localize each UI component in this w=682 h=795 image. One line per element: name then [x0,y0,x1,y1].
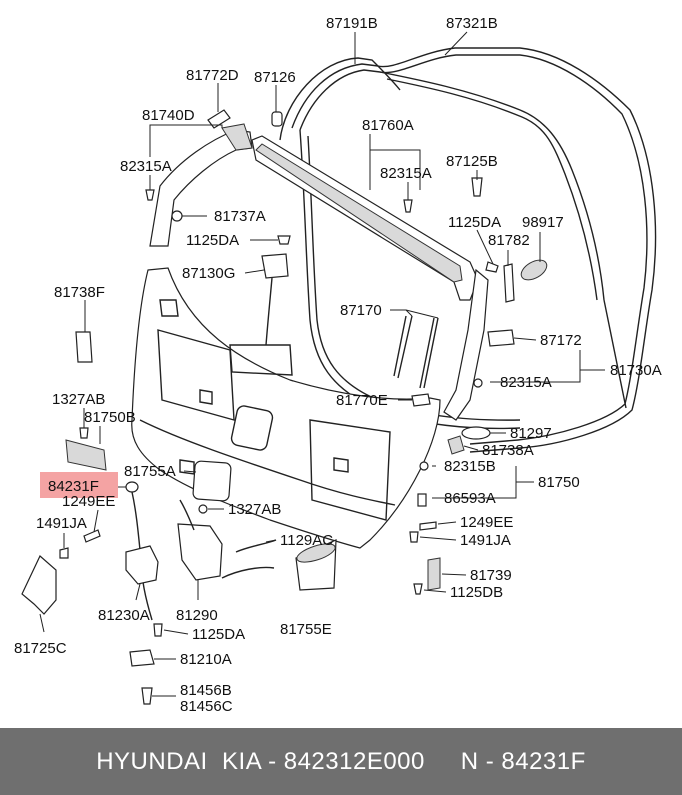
callout-81230A: 81230A [98,607,150,624]
callout-82315A-top: 82315A [380,165,432,182]
callout-1249EE-right: 1249EE [460,514,513,531]
callout-81750B: 81750B [84,409,136,426]
callout-81725C: 81725C [14,640,67,657]
callout-81755E: 81755E [280,621,332,638]
callout-1125DB: 1125DB [450,584,503,601]
callout-81739: 81739 [470,567,512,584]
callout-1125DA-bottom: 1125DA [192,626,245,643]
callout-87191B: 87191B [326,15,378,32]
callout-1129AC: 1129AC [280,532,333,549]
weatherstrip-seals [279,47,657,453]
part-number-footer: HYUNDAI KIA - 842312E000 N - 84231F [0,728,682,795]
callout-81210A: 81210A [180,651,232,668]
callout-1491JA-right: 1491JA [460,532,511,549]
small-parts [21,109,548,705]
leader-lines [39,31,605,697]
callout-81770E: 81770E [336,392,388,409]
callout-81755A: 81755A [124,463,176,480]
tailgate-parts-diagram: 87191B 87321B 81772D 87126 81740D 81760A… [14,15,662,715]
callout-82315A-right: 82315A [500,374,552,391]
callout-87125B: 87125B [446,153,498,170]
callout-81772D: 81772D [186,67,239,84]
callout-1249EE-left: 1249EE [62,493,115,510]
callout-81737A: 81737A [214,208,266,225]
callout-81456C: 81456C [180,698,233,715]
callout-87172: 87172 [540,332,582,349]
callout-81297: 81297 [510,425,552,442]
part-number-text: HYUNDAI KIA - 842312E000 N - 84231F [96,748,586,775]
callout-81738A: 81738A [482,442,534,459]
callout-86593A: 86593A [444,490,496,507]
callout-81760A: 81760A [362,117,414,134]
highlight-box [40,472,118,498]
callout-84231F: 84231F [48,478,99,495]
upper-trim-panels [149,123,489,421]
callout-98917: 98917 [522,214,564,231]
callout-81730A: 81730A [610,362,662,379]
callout-87321B: 87321B [446,15,498,32]
callout-1125DA-upper: 1125DA [186,232,239,249]
callout-81456B: 81456B [180,682,232,699]
callout-81782: 81782 [488,232,530,249]
callout-1125DA-right: 1125DA [448,214,501,231]
callout-1491JA-left: 1491JA [36,515,87,532]
callout-87170: 87170 [340,302,382,319]
callout-82315B: 82315B [444,458,496,475]
callout-81740D: 81740D [142,107,195,124]
callout-81750: 81750 [538,474,580,491]
callout-1327AB-left: 1327AB [52,391,105,408]
callout-87130G: 87130G [182,265,235,282]
callout-labels: 87191B 87321B 81772D 87126 81740D 81760A… [14,15,662,715]
callout-1327AB-center: 1327AB [228,501,281,518]
callout-81738F: 81738F [54,284,105,301]
callout-82315A-left: 82315A [120,158,172,175]
callout-81290: 81290 [176,607,218,624]
callout-87126: 87126 [254,69,296,86]
